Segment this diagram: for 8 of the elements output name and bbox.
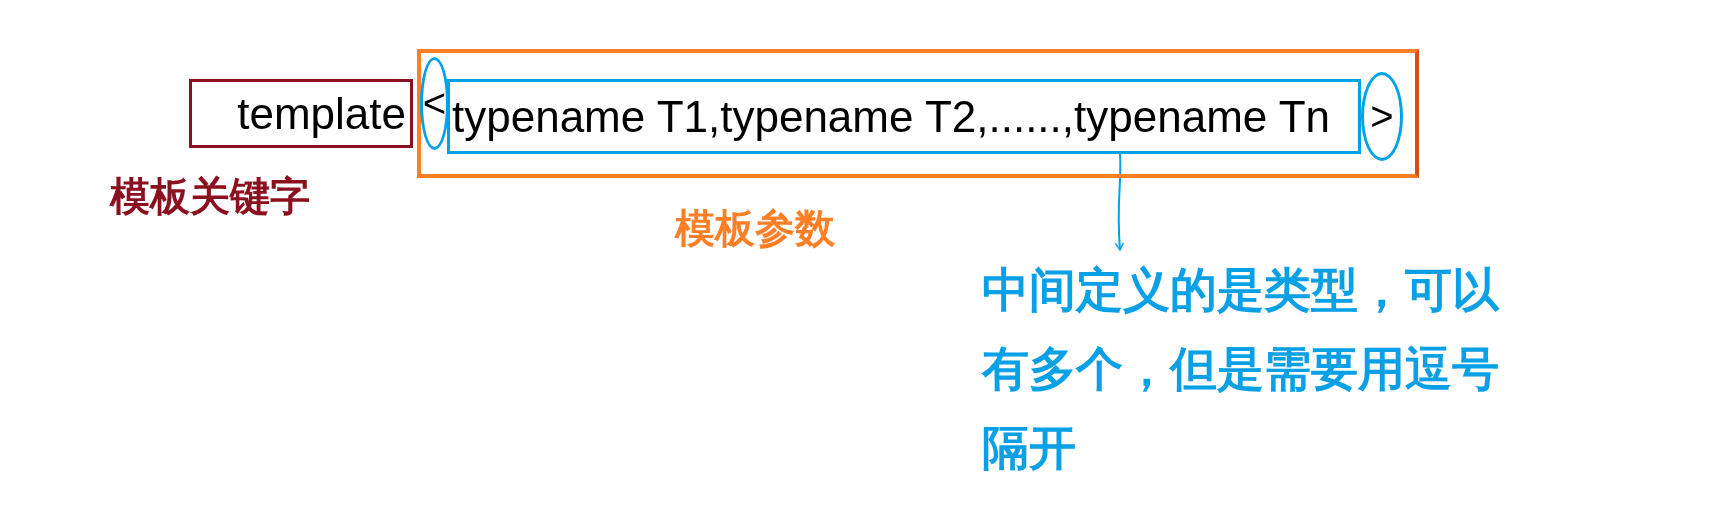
caption-text: 模板关键字 (110, 172, 310, 221)
highlight-ellipse: < (420, 57, 449, 150)
arrow (1114, 153, 1125, 251)
frame-heading: 模板参数 (675, 204, 835, 253)
type-list-box: typename T1,typename T2,......,typename Tn (447, 79, 1361, 154)
note-text: 中间定义的是类型，可以有多个，但是需要用逗号隔开 (982, 250, 1527, 487)
highlight-ellipse: > (1361, 72, 1403, 161)
keyword-box: template (189, 79, 413, 148)
